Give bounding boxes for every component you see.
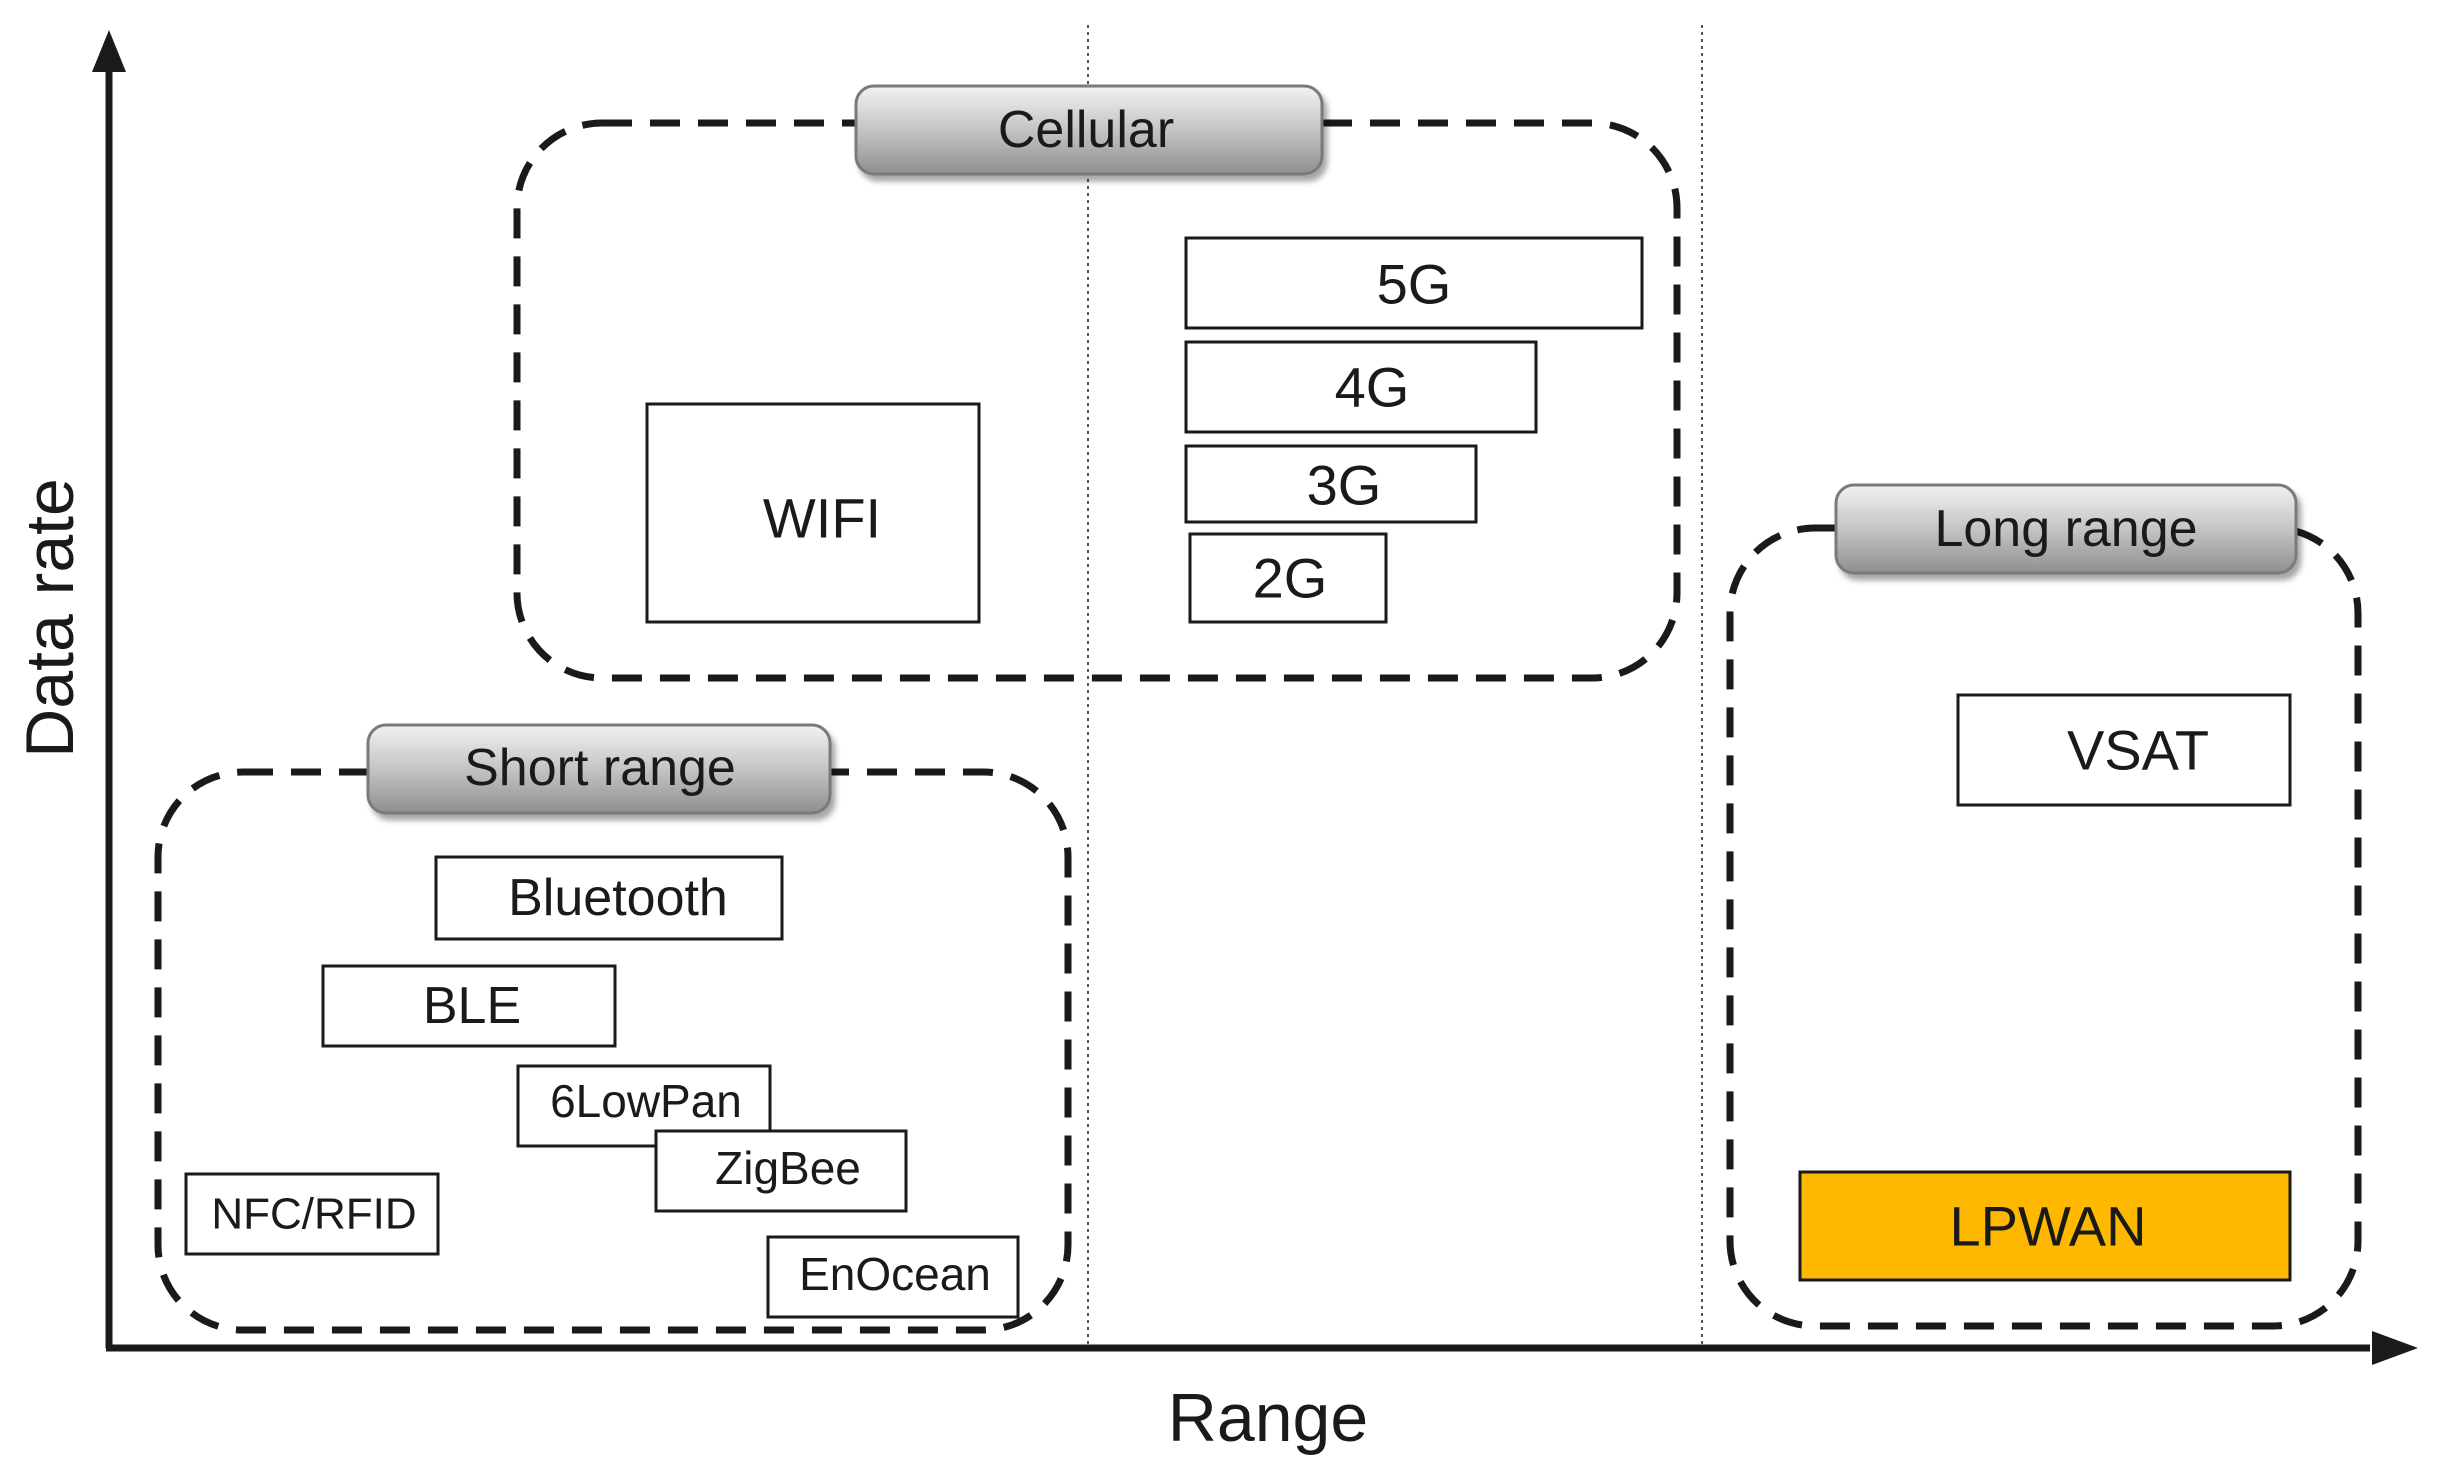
x-axis-label: Range — [1168, 1380, 1368, 1456]
tech-label-nfc-rfid: NFC/RFID — [211, 1190, 416, 1239]
long-range-group-label: Long range — [1834, 483, 2298, 575]
tech-label-bluetooth: Bluetooth — [508, 869, 728, 927]
tech-label-5g: 5G — [1377, 253, 1452, 316]
y-axis-arrowhead — [92, 30, 126, 72]
tech-box-vsat: VSAT — [1956, 693, 2292, 807]
tech-box-4g: 4G — [1184, 340, 1538, 434]
tech-box-ble: BLE — [321, 964, 617, 1048]
tech-box-2g: 2G — [1188, 532, 1388, 624]
tech-label-6lowpan: 6LowPan — [550, 1075, 742, 1127]
tech-box-nfc-rfid: NFC/RFID — [184, 1172, 440, 1256]
cellular-group-label: Cellular — [854, 84, 1324, 176]
tech-label-lpwan: LPWAN — [1949, 1195, 2146, 1258]
tech-label-ble: BLE — [423, 977, 521, 1035]
tech-box-lpwan: LPWAN — [1798, 1170, 2292, 1282]
tech-box-3g: 3G — [1184, 444, 1478, 524]
tech-box-wifi: WIFI — [645, 402, 981, 624]
long-range-group-frame — [1726, 524, 2362, 1330]
long-range-label-text: Long range — [1934, 500, 2197, 558]
short-range-group-label: Short range — [366, 723, 832, 815]
short-range-label-text: Short range — [464, 739, 736, 797]
tech-label-enocean: EnOcean — [799, 1248, 991, 1300]
tech-label-wifi: WIFI — [763, 487, 881, 550]
tech-box-zigbee: ZigBee — [654, 1129, 908, 1213]
tech-label-vsat: VSAT — [2067, 719, 2209, 782]
short-range-group-frame — [154, 768, 1072, 1334]
x-axis-arrowhead — [2372, 1331, 2418, 1365]
tech-label-3g: 3G — [1307, 454, 1382, 517]
y-axis-label: Data rate — [12, 478, 88, 758]
tech-box-enocean: EnOcean — [766, 1235, 1020, 1319]
tech-box-5g: 5G — [1184, 236, 1644, 330]
tech-box-bluetooth: Bluetooth — [434, 855, 784, 941]
tech-label-4g: 4G — [1335, 356, 1410, 419]
tech-label-2g: 2G — [1253, 547, 1328, 610]
tech-label-zigbee: ZigBee — [715, 1142, 861, 1194]
cellular-label-text: Cellular — [998, 101, 1174, 159]
